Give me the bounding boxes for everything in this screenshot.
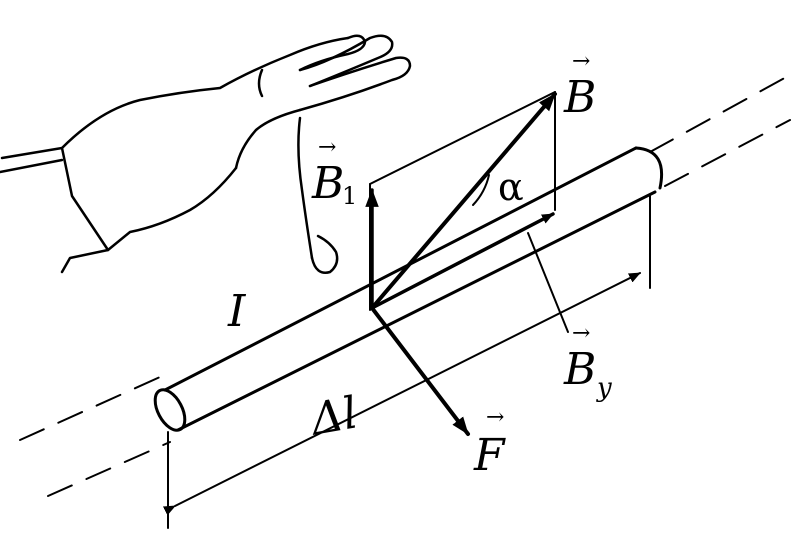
dashed-axis-lines <box>19 74 791 497</box>
svg-text:→: → <box>572 321 590 346</box>
svg-text:F: F <box>473 430 506 481</box>
label-alpha: α <box>498 165 524 209</box>
svg-text:→: → <box>318 135 336 160</box>
svg-text:y: y <box>596 373 612 403</box>
label-b: B → <box>563 49 596 123</box>
label-b1: B 1 → <box>311 135 357 210</box>
svg-text:1: 1 <box>342 182 357 210</box>
svg-text:B: B <box>311 158 344 209</box>
angle-alpha-arc <box>472 174 490 206</box>
label-delta-l: Δl <box>305 387 361 446</box>
length-dimension <box>162 195 651 529</box>
label-current: I <box>227 286 247 337</box>
svg-text:→: → <box>572 49 590 74</box>
vector-f-arrow <box>370 306 470 436</box>
svg-text:B: B <box>563 344 596 395</box>
label-by: B y → <box>563 321 612 403</box>
vector-by-arrow <box>370 212 555 310</box>
svg-text:B: B <box>563 72 596 123</box>
label-f: F → <box>473 405 506 481</box>
left-hand-illustration <box>0 34 412 274</box>
vector-b-arrow <box>370 92 557 310</box>
svg-text:→: → <box>486 405 504 430</box>
by-leader-line <box>527 232 569 333</box>
